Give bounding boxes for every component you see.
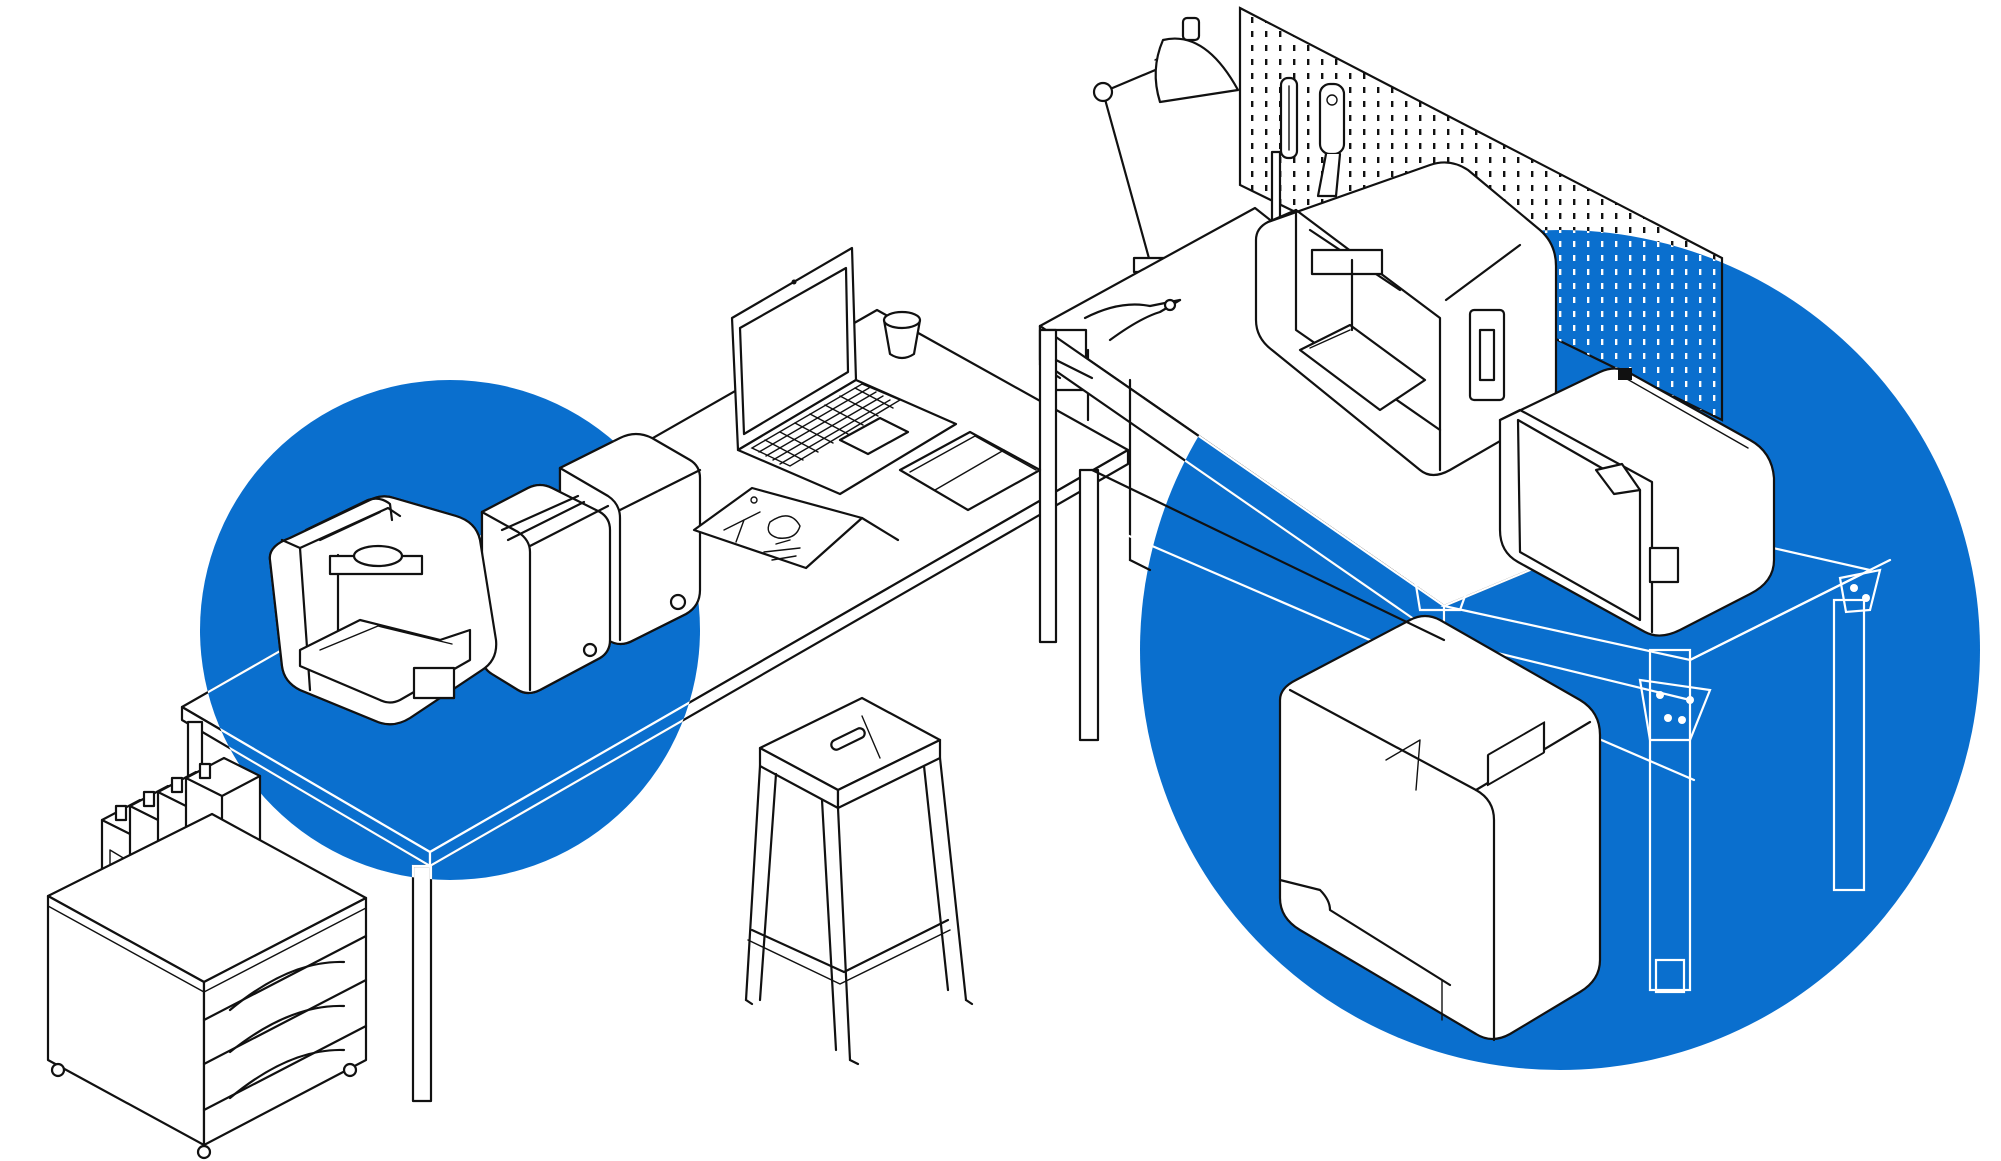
notebook-icon	[898, 430, 1042, 512]
sketch-paper-icon	[692, 486, 864, 570]
pen-icon	[860, 516, 900, 542]
desktop-printer-icon	[1498, 367, 1776, 637]
cup-icon	[882, 310, 922, 360]
laptop-keyboard	[750, 383, 902, 467]
post-processing-unit-icon	[1278, 614, 1602, 1042]
large-format-printer-icon	[1254, 161, 1558, 477]
hanging-tools	[1270, 76, 1346, 224]
laptop-icon	[730, 246, 958, 496]
pliers-icon	[1083, 298, 1182, 342]
stool-icon	[744, 696, 974, 1066]
drawer-cabinet-icon	[46, 812, 368, 1160]
